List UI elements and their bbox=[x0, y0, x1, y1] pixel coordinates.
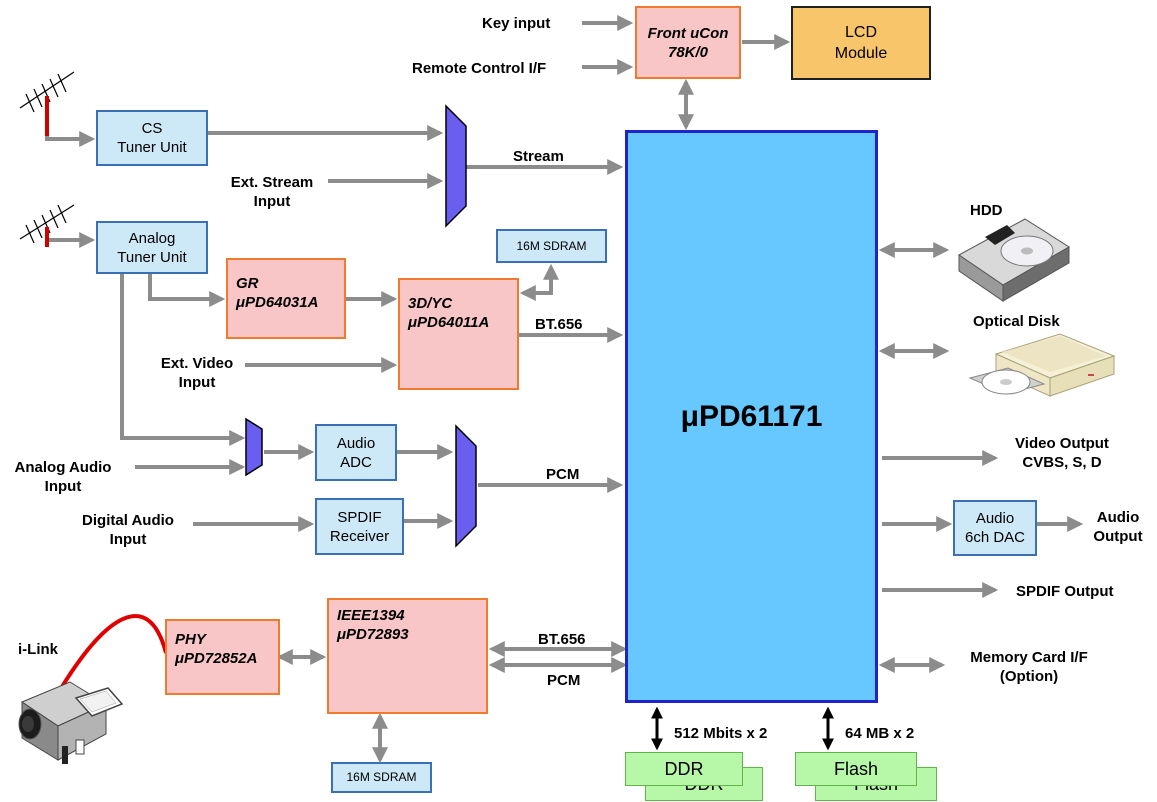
bt656-top-label: BT.656 bbox=[535, 316, 583, 333]
memory-card-label: Memory Card I/F (Option) bbox=[958, 648, 1100, 686]
ext-video-line1: Ext. Video bbox=[160, 355, 234, 372]
video-output-line1: Video Output bbox=[1015, 435, 1109, 452]
audio-input-multiplexer bbox=[245, 417, 263, 477]
yc-part: μPD64011A bbox=[408, 314, 490, 331]
sdram-bottom-block: 16M SDRAM bbox=[331, 762, 432, 793]
front-ucon-part: 78K/0 bbox=[667, 43, 709, 61]
ext-stream-label: Ext. Stream Input bbox=[220, 173, 324, 211]
analog-audio-label: Analog Audio Input bbox=[6, 458, 120, 496]
soc-block: μPD61171 bbox=[625, 130, 878, 703]
cs-tuner-line2: Tuner Unit bbox=[117, 139, 187, 156]
flash-size-label: 64 MB x 2 bbox=[845, 725, 915, 742]
spdif-receiver-block: SPDIF Receiver bbox=[315, 498, 404, 555]
audio-output-line1: Audio bbox=[1096, 509, 1140, 526]
audio-dac-line1: Audio bbox=[975, 510, 1015, 527]
ilink-label: i-Link bbox=[18, 641, 58, 658]
pcm-top-label: PCM bbox=[546, 466, 580, 483]
cs-tuner-line1: CS bbox=[141, 120, 163, 137]
flash-block: Flash bbox=[795, 752, 917, 786]
ext-stream-line2: Input bbox=[253, 193, 291, 210]
memory-card-line1: Memory Card I/F bbox=[970, 649, 1088, 666]
analog-tuner-block: Analog Tuner Unit bbox=[96, 221, 208, 274]
spdif-rx-line2: Receiver bbox=[329, 527, 390, 545]
key-input-label: Key input bbox=[482, 15, 551, 32]
gr-part: μPD64031A bbox=[236, 294, 319, 311]
sdram-bottom-label: 16M SDRAM bbox=[346, 770, 417, 784]
ddr-label: DDR bbox=[664, 758, 704, 779]
audio-dac-block: Audio 6ch DAC bbox=[953, 500, 1037, 556]
ieee-part: μPD72893 bbox=[337, 626, 409, 643]
lcd-line2: Module bbox=[834, 45, 888, 62]
gr-block: GR μPD64031A bbox=[226, 258, 346, 339]
optical-disk-icon bbox=[968, 333, 1116, 397]
spdif-output-label: SPDIF Output bbox=[1016, 583, 1114, 600]
digital-audio-line1: Digital Audio bbox=[82, 512, 174, 529]
audio-dac-line2: 6ch DAC bbox=[964, 529, 1026, 546]
ddr-block: DDR bbox=[625, 752, 743, 786]
phy-name: PHY bbox=[175, 631, 206, 648]
ext-stream-line1: Ext. Stream bbox=[230, 174, 314, 191]
cs-tuner-block: CS Tuner Unit bbox=[96, 110, 208, 166]
ieee-name: IEEE1394 bbox=[337, 607, 405, 624]
cs-antenna-icon bbox=[19, 71, 75, 136]
analog-tuner-line2: Tuner Unit bbox=[117, 248, 187, 266]
ieee1394-block: IEEE1394 μPD72893 bbox=[327, 598, 488, 714]
audio-adc-block: Audio ADC bbox=[315, 424, 397, 481]
analog-audio-line1: Analog Audio bbox=[14, 459, 112, 476]
stream-label: Stream bbox=[513, 148, 564, 165]
digital-audio-label: Digital Audio Input bbox=[70, 511, 186, 549]
lcd-line1: LCD bbox=[844, 24, 877, 41]
video-output-line2: CVBS, S, D bbox=[1022, 454, 1102, 471]
front-ucon-name: Front uCon bbox=[647, 24, 729, 42]
ddr-size-label: 512 Mbits x 2 bbox=[674, 725, 768, 742]
ext-video-label: Ext. Video Input bbox=[150, 354, 244, 392]
audio-output-label: Audio Output bbox=[1084, 508, 1152, 546]
hdd-label: HDD bbox=[970, 202, 1003, 219]
flash-label: Flash bbox=[833, 758, 878, 779]
sdram-top-block: 16M SDRAM bbox=[496, 229, 607, 263]
sdram-top-label: 16M SDRAM bbox=[516, 238, 587, 253]
memory-card-line2: (Option) bbox=[999, 668, 1059, 685]
optical-disk-label: Optical Disk bbox=[973, 313, 1060, 330]
gr-name: GR bbox=[236, 275, 259, 292]
soc-title: μPD61171 bbox=[680, 399, 823, 433]
stream-multiplexer bbox=[445, 104, 467, 228]
phy-block: PHY μPD72852A bbox=[165, 619, 280, 695]
audio-adc-line2: ADC bbox=[340, 453, 372, 471]
video-output-label: Video Output CVBS, S, D bbox=[1000, 434, 1124, 472]
hdd-icon bbox=[958, 218, 1070, 302]
yc-block: 3D/YC μPD64011A bbox=[398, 278, 519, 390]
digital-audio-line2: Input bbox=[109, 531, 147, 548]
pcm-bottom-label: PCM bbox=[547, 672, 581, 689]
front-ucon-block: Front uCon 78K/0 bbox=[635, 6, 741, 79]
audio-output-line2: Output bbox=[1093, 528, 1143, 545]
lcd-module-block: LCD Module bbox=[791, 6, 931, 80]
camcorder-icon bbox=[18, 681, 124, 764]
analog-antenna-icon bbox=[19, 204, 75, 247]
analog-tuner-line1: Analog bbox=[128, 229, 176, 247]
bt656-bottom-label: BT.656 bbox=[538, 631, 586, 648]
analog-audio-line2: Input bbox=[44, 478, 82, 495]
ext-video-line2: Input bbox=[178, 374, 216, 391]
remote-control-label: Remote Control I/F bbox=[412, 60, 547, 77]
phy-part: μPD72852A bbox=[175, 650, 258, 667]
yc-name: 3D/YC bbox=[408, 295, 453, 312]
audio-source-multiplexer bbox=[455, 424, 477, 548]
audio-adc-line1: Audio bbox=[336, 434, 376, 452]
spdif-rx-line1: SPDIF bbox=[337, 508, 382, 526]
